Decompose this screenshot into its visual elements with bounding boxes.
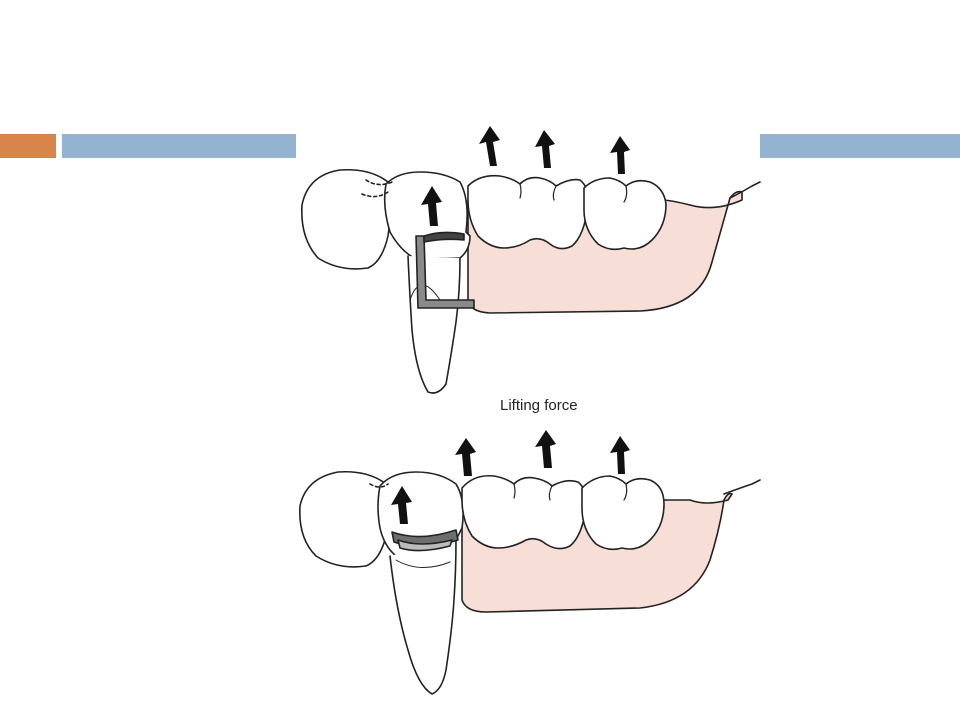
lifting-arrows-top [421,126,630,226]
molar-2-top [583,177,667,251]
accent-bar [0,134,56,158]
arrow-icon [391,486,412,524]
arrow-icon [455,438,476,476]
gum-line-bottom [723,479,761,495]
header-bar-left [62,134,296,158]
lifting-arrows-bottom [391,430,630,524]
abutment-root-top [407,255,461,394]
tooth-left-bottom [299,470,389,568]
arrow-icon [610,136,630,174]
molar-1-bottom [461,474,588,550]
occlusal-rest-top [423,231,465,243]
top-panel [301,126,761,394]
arrow-icon [479,126,500,166]
lifting-force-label: Lifting force [500,397,578,414]
gum-line-top [729,181,761,199]
arrow-icon [535,130,555,168]
molar-2-bottom [581,475,665,551]
tooth-left-top [301,168,391,270]
arrow-icon [610,436,630,474]
header-bar-right [760,134,960,158]
abutment-crown-top [383,171,471,259]
arrow-icon [421,186,442,226]
molar-1-top [467,174,590,250]
abutment-root-bottom [389,539,457,695]
bottom-panel [299,430,761,695]
arrow-icon [535,430,556,468]
